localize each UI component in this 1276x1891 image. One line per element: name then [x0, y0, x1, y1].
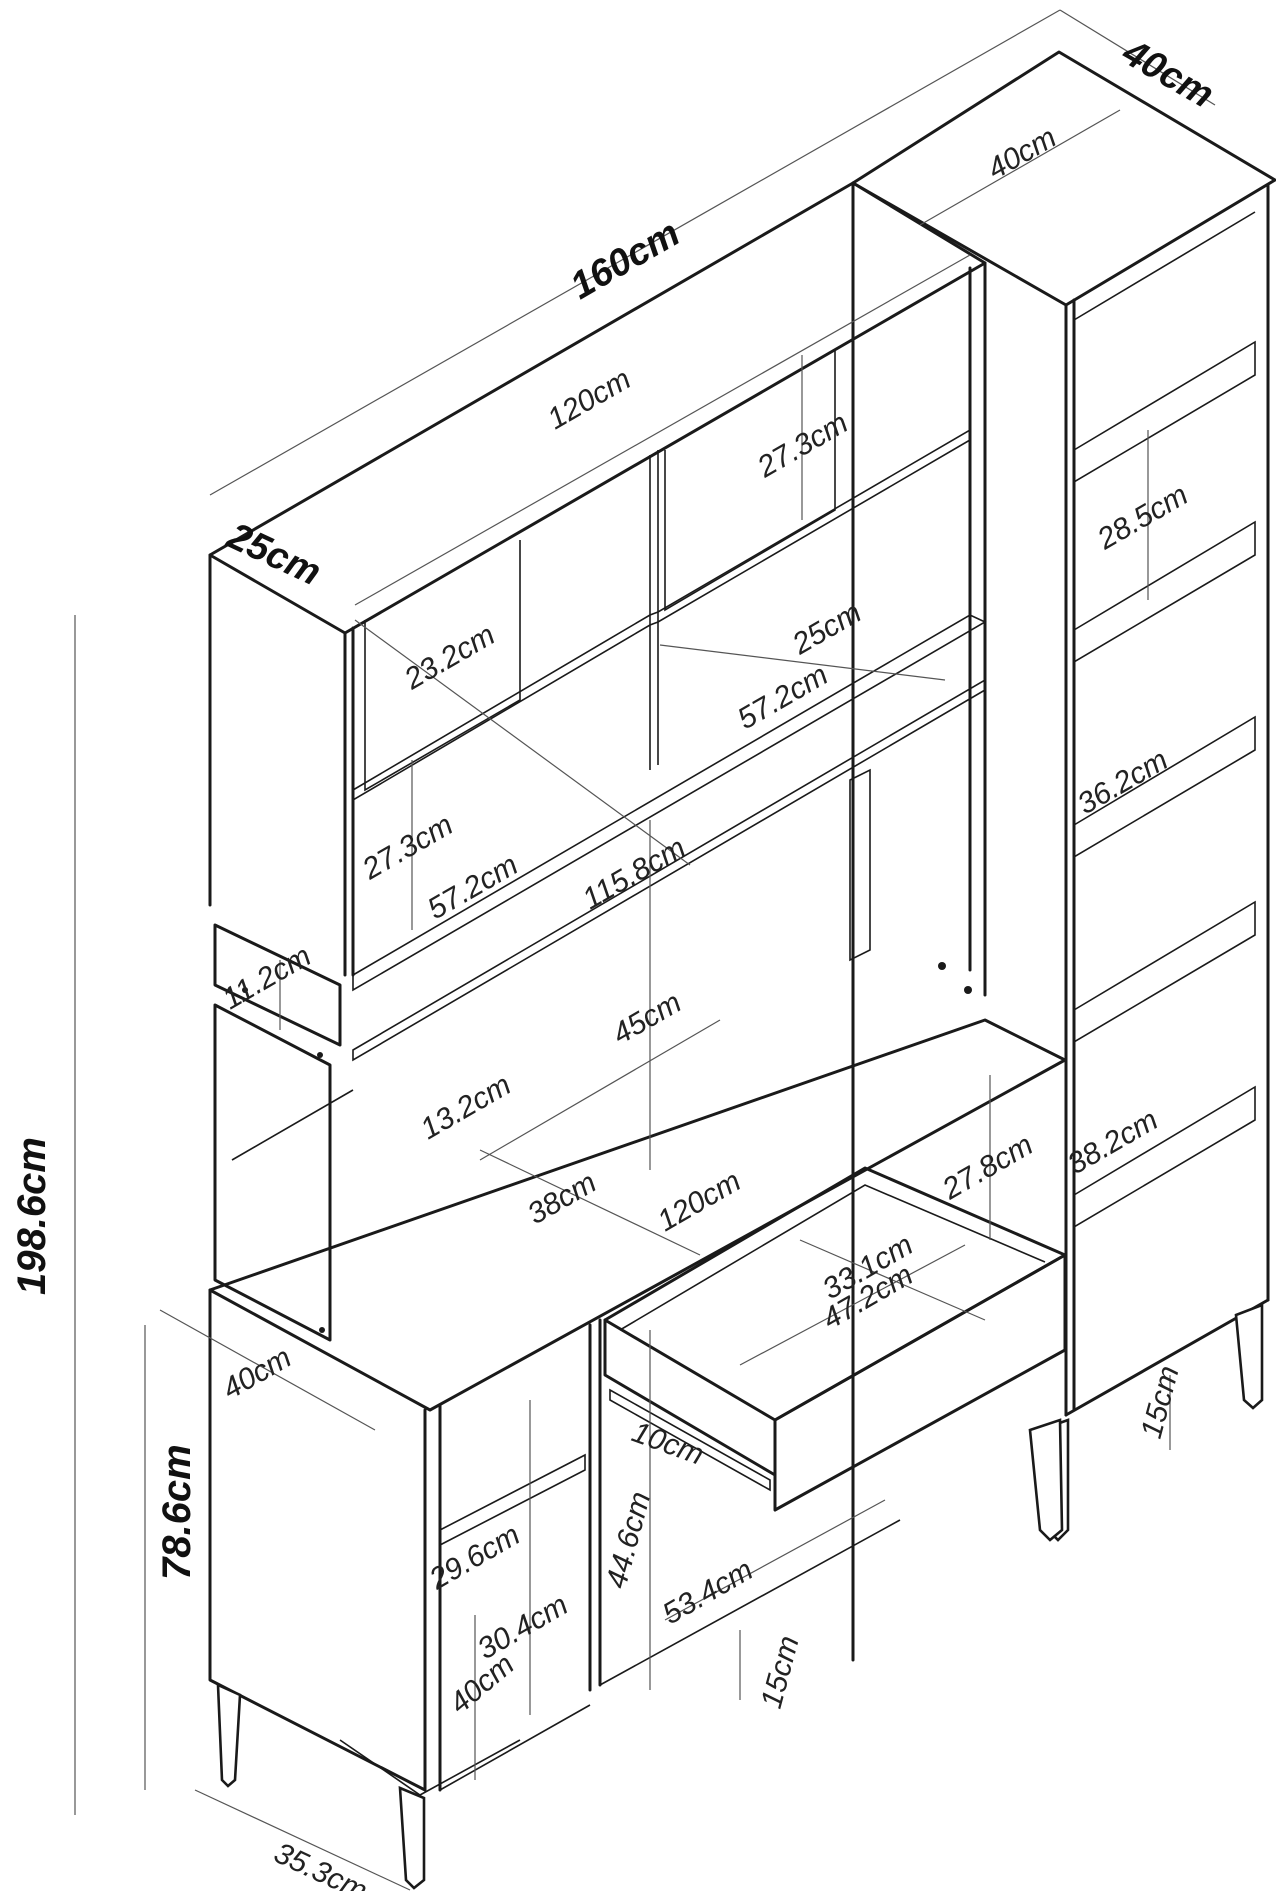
dim-desk-back-gap-line: [479, 1019, 721, 1161]
label-desk-clearance: 45cm: [607, 986, 687, 1051]
cabinet-base: [439, 1704, 591, 1791]
dim-knee-space-width-line: [664, 1499, 886, 1621]
side-open-frame: [213, 1003, 332, 1342]
label-tower-leg-height: 15cm: [1135, 1362, 1186, 1441]
tower-leg-right: [1234, 1303, 1264, 1410]
side-window-frame: [213, 923, 342, 1047]
dim-total-width-line: [209, 9, 1061, 496]
dim-desk-side-depth-line: [159, 1309, 376, 1431]
tower-base-front: [1064, 1298, 1270, 1417]
label-knee-space-height: 44.6cm: [600, 1488, 657, 1592]
label-cabinet-shelf-height: 30.4cm: [472, 1588, 574, 1666]
label-tower-shelf-3: 38.2cm: [1062, 1103, 1164, 1181]
label-hutch-shelf-height-left: 27.3cm: [356, 808, 459, 886]
label-hutch-width: 120cm: [542, 362, 636, 436]
hutch-right-post: [849, 768, 871, 962]
label-desk-width: 120cm: [652, 1164, 746, 1238]
desk-top-surface: [208, 1018, 1067, 1412]
drawer-slide-rail: [609, 1388, 771, 1492]
label-hutch-shelf-depth: 25cm: [786, 596, 867, 662]
dimension-lines: [74, 9, 1216, 1891]
hutch-middle-shelf: [352, 428, 971, 802]
label-desk-leg-height: 15cm: [755, 1632, 806, 1711]
tower-bookcase: [851, 50, 1276, 1662]
label-total-height: 198.6cm: [10, 1137, 54, 1295]
label-hutch-cubby-width-left: 57.2cm: [422, 848, 524, 926]
dim-drawer-width-line: [739, 1244, 966, 1366]
side-open-shelf: [231, 1089, 354, 1161]
desk-leg-right: [1028, 1418, 1064, 1542]
label-total-width: 160cm: [564, 212, 687, 308]
dim-drawer-depth-line: [799, 1239, 986, 1321]
desk: [208, 1018, 1067, 1890]
desk-knee-base: [599, 1519, 901, 1686]
desk-leg-brace: [339, 1739, 521, 1796]
dim-tower-depth-inner-line: [919, 109, 1121, 226]
tower-shelves: [1073, 340, 1256, 1229]
desk-left-cabinet: [208, 1288, 427, 1792]
label-leg-spacing: 35.3cm: [269, 1836, 372, 1891]
hutch-upper: [208, 181, 987, 1342]
label-hutch-depth: 25cm: [220, 515, 327, 595]
label-knee-space-width: 53.4cm: [657, 1553, 759, 1631]
dim-desk-depth-inner-line: [479, 1149, 701, 1256]
tower-top-panel: [851, 50, 1276, 307]
desk-leg-left-back: [398, 1785, 426, 1890]
label-hutch-inner-width: 115.8cm: [577, 831, 691, 916]
dim-tower-depth-top-line: [1059, 9, 1216, 106]
dim-hutch-inner-width-line: [354, 619, 691, 866]
dimension-labels: 160cm 40cm 40cm 120cm 25cm 198.6cm 78.6c…: [10, 31, 1221, 1891]
label-tower-depth-top: 40cm: [1115, 31, 1221, 116]
label-drawer-opening-height: 27.8cm: [936, 1128, 1039, 1206]
label-tower-depth-inner: 40cm: [982, 121, 1062, 186]
dim-hutch-shelf-depth-line: [659, 644, 946, 681]
hutch-left-back: [364, 540, 521, 792]
cabinet-shelf: [439, 1453, 586, 1547]
label-cabinet-lower-height: 40cm: [443, 1648, 520, 1720]
label-desk-height: 78.6cm: [155, 1444, 199, 1580]
drawer-inner-wall: [619, 1184, 1046, 1331]
dim-leg-spacing-line: [194, 1789, 411, 1891]
dim-hutch-width-line: [354, 254, 971, 606]
label-drawer-height: 10cm: [628, 1416, 708, 1472]
hutch-bottom-shelf: [352, 614, 987, 992]
tower-back-line: [1073, 211, 1256, 321]
label-hutch-shelf-depth-left: 23.2cm: [398, 618, 501, 696]
hutch-lower-rail: [352, 678, 986, 1062]
label-tower-shelf-1: 28.5cm: [1091, 478, 1194, 556]
label-tower-shelf-2: 36.2cm: [1072, 743, 1174, 821]
label-desk-side-depth: 40cm: [217, 1341, 297, 1406]
hutch-right-back: [664, 350, 836, 612]
label-desk-back-gap: 13.2cm: [415, 1068, 517, 1146]
desk-leg-left-front: [216, 1682, 242, 1788]
drawer: [603, 1166, 1067, 1512]
drawer-front-panel: [773, 1253, 1067, 1512]
